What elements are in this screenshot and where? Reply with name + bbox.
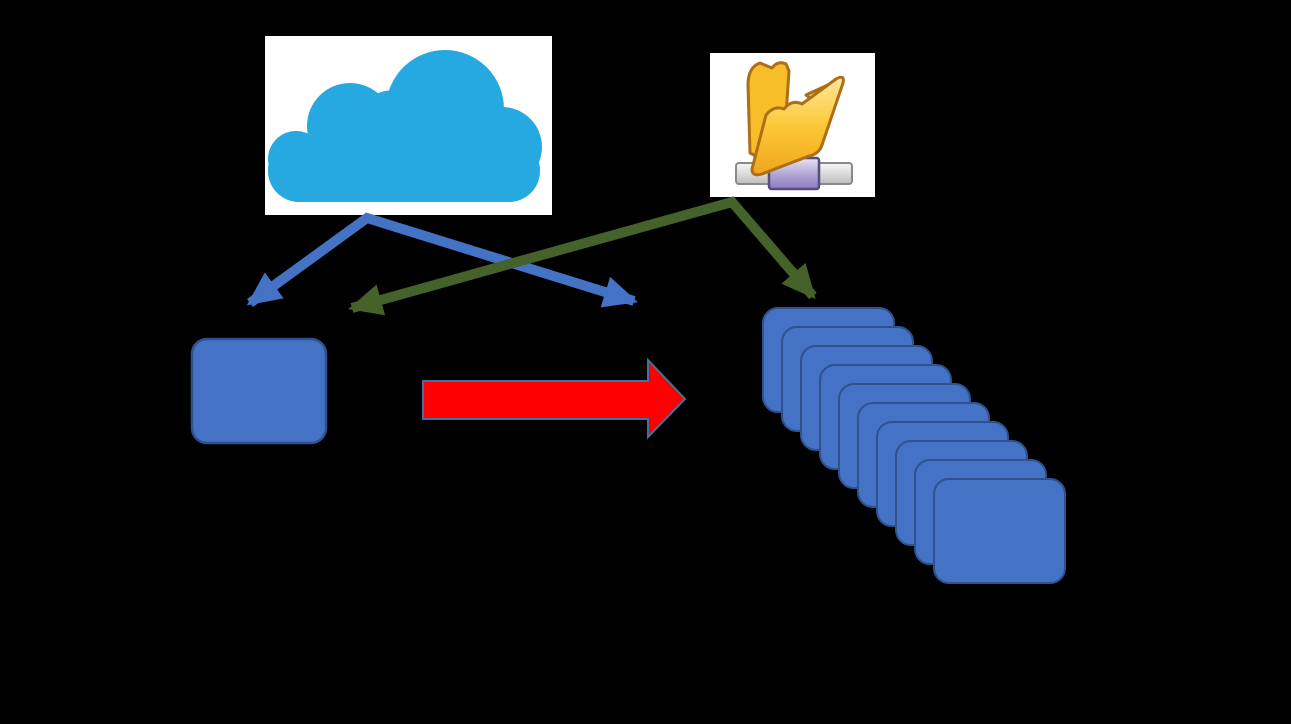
stacked-cards [762, 307, 1066, 584]
cloud-panel [265, 36, 552, 215]
network-folder-icon [735, 61, 853, 191]
folder-fanout-arrow [348, 196, 817, 316]
stacked-card [933, 478, 1066, 584]
cloud-fanout-arrow [246, 212, 638, 308]
network-folder-panel [710, 53, 875, 197]
open-folder [746, 61, 845, 177]
cloud-icon [268, 50, 542, 202]
source-box [190, 337, 328, 445]
cloud-shape [268, 50, 542, 202]
folder-front [750, 75, 845, 177]
transfer-arrow [422, 357, 687, 440]
folder-back [746, 61, 791, 159]
